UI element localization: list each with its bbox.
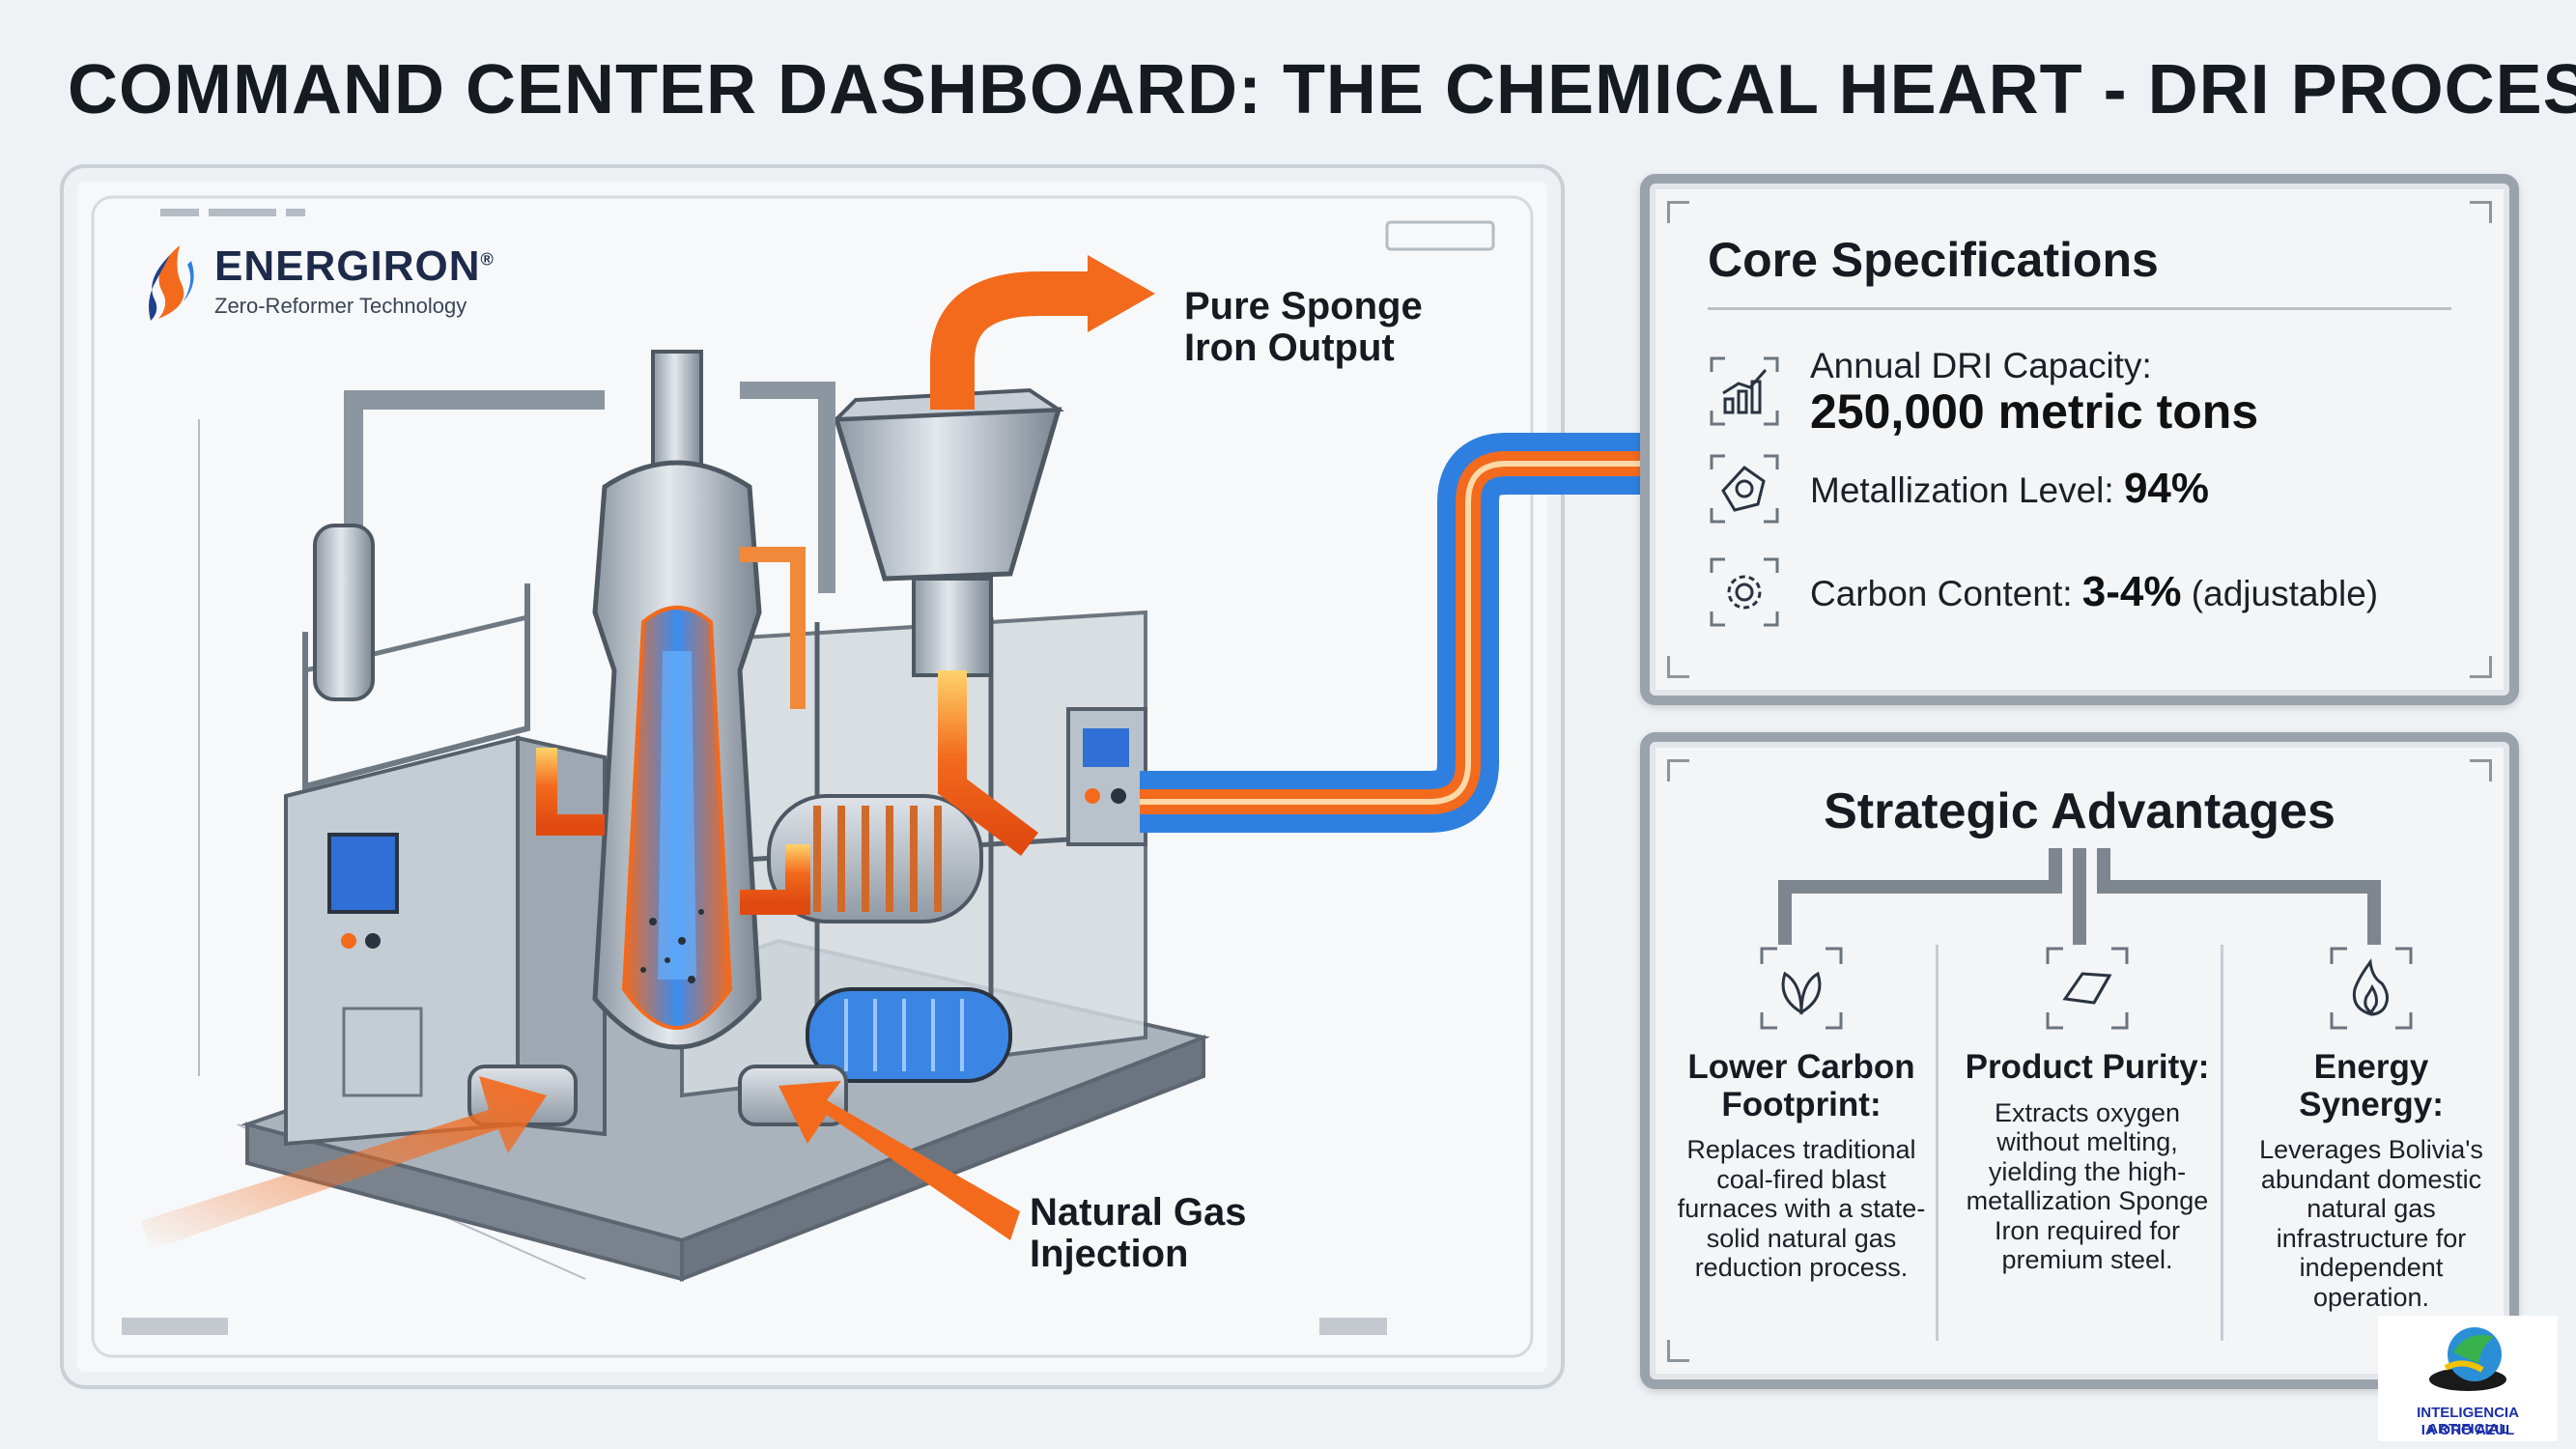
page-title: COMMAND CENTER DASHBOARD: THE CHEMICAL H… (68, 51, 2576, 128)
column-divider (2221, 945, 2223, 1341)
advantage-body: Extracts oxygen without melting, yieldin… (1966, 1097, 2209, 1275)
metallization-label: Metallization Level: (1810, 470, 2114, 510)
pellet-icon (1708, 452, 1781, 526)
advantage-product-purity: Product Purity: Extracts oxygen without … (1957, 945, 2218, 1275)
advantage-heading: Energy Synergy: (2299, 1048, 2444, 1123)
advantage-body: Leverages Bolivia's abundant domestic na… (2259, 1135, 2483, 1312)
carbon-value: 3-4% (2081, 568, 2182, 615)
advantage-energy-synergy: Energy Synergy: Leverages Bolivia's abun… (2241, 945, 2502, 1312)
brand-subtitle: Zero-Reformer Technology (214, 294, 467, 318)
strategic-advantages-title: Strategic Advantages (1824, 783, 2335, 839)
capacity-label: Annual DRI Capacity: (1810, 346, 2152, 385)
watermark-line-1: INTELIGENCIA ARTIFICIAL (2417, 1405, 2519, 1438)
watermark-logo-icon (2429, 1327, 2506, 1391)
energiron-logo: ENERGIRON® Zero-Reformer Technology (141, 242, 495, 323)
metallization-value: 94% (2123, 465, 2210, 512)
brand-name: ENERGIRON (214, 242, 481, 290)
dri-plant-illustration (91, 195, 1534, 1358)
gear-icon (1708, 555, 1781, 629)
carbon-label: Carbon Content: (1810, 574, 2073, 613)
spec-row-carbon: Carbon Content: 3-4% (adjustable) (1708, 555, 2378, 629)
ingot-icon (2044, 945, 2131, 1032)
capacity-value: 250,000 metric tons (1810, 384, 2259, 439)
bar-chart-icon (1708, 355, 1781, 428)
title-divider (1708, 307, 2451, 310)
strategic-advantages-panel: Strategic Advantages Lower Carbon Footpr… (1640, 732, 2519, 1389)
advantages-connector (1778, 848, 2381, 945)
carbon-note: (adjustable) (2191, 574, 2379, 613)
spec-row-metallization: Metallization Level: 94% (1708, 452, 2209, 526)
advantage-body: Replaces traditional coal-fired blast fu… (1677, 1135, 1926, 1282)
core-specifications-panel: Core Specifications Annual DRI Capacity:… (1640, 174, 2519, 705)
flame-icon (2328, 945, 2415, 1032)
energiron-flame-icon (149, 245, 194, 321)
core-specifications-title: Core Specifications (1708, 233, 2159, 287)
advantage-heading: Product Purity: (1965, 1048, 2210, 1086)
watermark-line-2: IA ORO AZUL (2420, 1422, 2515, 1438)
advantage-lower-carbon: Lower Carbon Footprint: Replaces traditi… (1671, 945, 1932, 1283)
leaf-icon (1758, 945, 1845, 1032)
spec-row-capacity: Annual DRI Capacity: 250,000 metric tons (1708, 346, 2258, 438)
brand-registered-mark: ® (480, 249, 495, 270)
column-divider (1936, 945, 1939, 1341)
flow-connector-pipe (1140, 433, 1642, 833)
output-callout: Pure Sponge Iron Output (1184, 285, 1423, 370)
advantage-heading: Lower Carbon Footprint: (1687, 1048, 1915, 1123)
ia-oro-azul-watermark: INTELIGENCIA ARTIFICIAL IA ORO AZUL (2378, 1316, 2558, 1441)
input-callout: Natural Gas Injection (1030, 1191, 1247, 1276)
